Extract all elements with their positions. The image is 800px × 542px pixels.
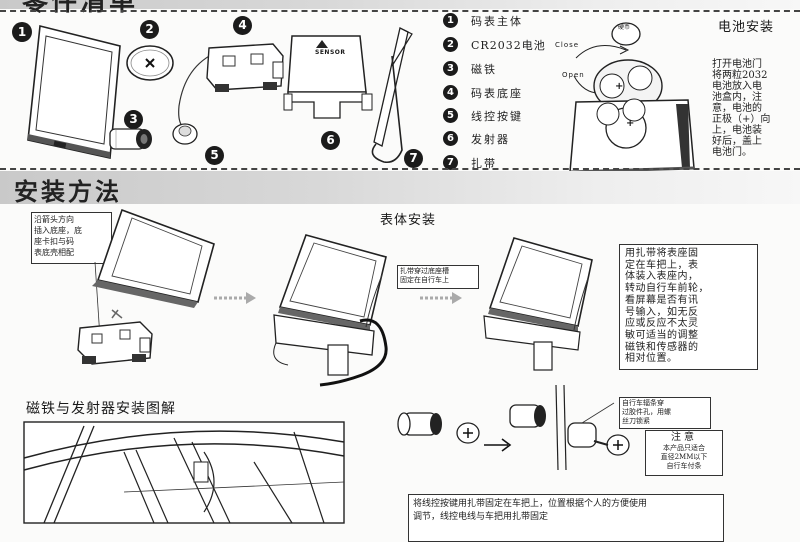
battery-line-6: 正极（+）向: [712, 114, 771, 125]
battery-open-label: Open: [562, 71, 585, 79]
meter-body-illustration: [27, 25, 121, 159]
step3-note-line-4: 转动自行车前轮，: [625, 283, 709, 295]
step3-note-line-9: 磁铁和传感器的: [625, 341, 699, 353]
spoke-note-line-1: 自行车辐条穿: [622, 399, 664, 407]
battery-section-title: 电池安装: [718, 20, 775, 35]
battery-line-1: 打开电池门: [712, 59, 762, 70]
coin-label: 硬币: [618, 24, 631, 31]
install-section-title: 安装方法: [14, 178, 122, 206]
button-install-note: 将线控按键用扎带固定在车把上，位置根据个人的方便使用 调节，线控电线与车把用扎带…: [408, 494, 724, 542]
header-title-partial: 零件清单: [22, 0, 139, 17]
sensor-logo: SENSOR: [315, 49, 346, 56]
step3-note-line-5: 看屏幕是否有讯: [625, 294, 699, 306]
battery-line-2: 将两粒2032: [712, 70, 768, 81]
parts-list-num-1: 1: [443, 13, 458, 28]
parts-list-num-6: 6: [443, 131, 458, 146]
step1-illustration: [77, 208, 215, 365]
step2-illustration: [273, 234, 388, 387]
step3-note-line-10: 相对位置。: [625, 353, 678, 365]
parts-list-label-3: 磁铁: [471, 63, 497, 76]
bike-wheel-illustration: [23, 421, 345, 524]
magnet-illustration: [109, 128, 152, 150]
step3-note-line-7: 应或反应不太灵: [625, 318, 699, 330]
battery-line-4: 池盒内，注: [712, 92, 762, 103]
step3-note-line-1: 用扎带将表座固: [625, 248, 699, 259]
install-band: [0, 171, 800, 204]
part-number-3: 3: [124, 110, 143, 129]
step1-note-line-3: 座卡扣与码: [34, 237, 74, 246]
meter-install-title: 表体安装: [380, 213, 437, 228]
battery-line-7: 上，电池装: [712, 125, 762, 136]
parts-list-label-4: 码表底座: [471, 87, 523, 100]
parts-list-label-5: 线控按键: [471, 110, 523, 123]
battery-install-illustration: [569, 22, 695, 174]
button-install-note-line-2: 调节，线控电线与车把用扎带固定: [413, 512, 549, 522]
part-number-6: 6: [321, 131, 340, 150]
part-number-4: 4: [233, 16, 252, 35]
step3-note-line-2: 定在车把上，表: [625, 259, 699, 271]
step2-note-line-2: 固定在自行车上: [400, 276, 449, 284]
step-arrow-2: [420, 292, 462, 304]
battery-line-3: 电池放入电: [712, 81, 762, 92]
battery-plus-1: +: [615, 81, 624, 92]
sensor-illustration: [283, 35, 373, 119]
parts-list-num-7: 7: [443, 155, 458, 170]
step1-note-line-1: 沿箭头方向: [34, 215, 74, 224]
attention-line-2: 直径2MM以下: [660, 453, 708, 461]
parts-list-num-3: 3: [443, 61, 458, 76]
parts-list-label-6: 发射器: [471, 133, 510, 146]
step1-note-line-2: 插入底座，底: [34, 226, 82, 235]
attention-title: 注意: [671, 432, 697, 443]
parts-list-num-5: 5: [443, 108, 458, 123]
step3-note-line-8: 敏可适当的调整: [625, 329, 699, 341]
step2-note-line-1: 扎带穿过底座槽: [400, 267, 449, 275]
parts-list-num-4: 4: [443, 85, 458, 100]
step3-note-line-6: 号输入，如无反: [625, 306, 699, 318]
step3-illustration: [483, 237, 593, 371]
part-number-5: 5: [205, 146, 224, 165]
battery-close-label: Close: [555, 41, 580, 49]
battery-line-9: 电池门。: [712, 147, 752, 158]
magnet-sensor-title: 磁铁与发射器安装图解: [26, 401, 176, 417]
spoke-note: 自行车辐条穿 过胶件孔，用螺 丝刀锁紧: [619, 397, 711, 429]
parts-list-label-2: CR2032电池: [471, 39, 546, 52]
step3-note-line-3: 体装入表座内，: [625, 271, 699, 283]
parts-list-num-2: 2: [443, 37, 458, 52]
attention-box: 注意 本产品只适合 直径2MM以下 自行车付条: [645, 430, 723, 476]
battery-plus-2: +: [626, 118, 635, 129]
part-number-2: 2: [140, 20, 159, 39]
part-number-1: 1: [12, 22, 32, 42]
cr2032-battery-illustration: [126, 45, 174, 81]
button-install-note-line-1: 将线控按键用扎带固定在车把上，位置根据个人的方便使用: [413, 499, 648, 509]
meter-base-illustration: [172, 43, 284, 145]
spoke-note-line-3: 丝刀锁紧: [622, 417, 650, 425]
battery-line-8: 好后，盖上: [712, 136, 762, 147]
step3-note: 用扎带将表座固 定在车把上，表 体装入表座内， 转动自行车前轮， 看屏幕是否有讯…: [619, 244, 758, 370]
step1-note: 沿箭头方向 插入底座，底 座卡扣与码 表底壳相配: [31, 212, 112, 264]
header-band: [0, 0, 800, 9]
magnet-install-detail: [397, 384, 630, 471]
zip-tie-illustration: [371, 27, 413, 164]
battery-line-5: 意，电池的: [712, 103, 762, 114]
step1-note-line-4: 表底壳相配: [34, 248, 74, 257]
install-divider: [0, 168, 800, 170]
spoke-note-line-2: 过胶件孔，用螺: [622, 408, 671, 416]
header-divider: [0, 10, 800, 12]
step2-note: 扎带穿过底座槽 固定在自行车上: [397, 265, 479, 289]
step-arrow-1: [214, 292, 256, 304]
parts-list-label-7: 扎带: [471, 157, 497, 170]
attention-line-3: 自行车付条: [666, 462, 702, 470]
part-number-7: 7: [404, 149, 423, 168]
attention-line-1: 本产品只适合: [663, 444, 705, 452]
parts-list-label-1: 码表主体: [471, 15, 523, 28]
